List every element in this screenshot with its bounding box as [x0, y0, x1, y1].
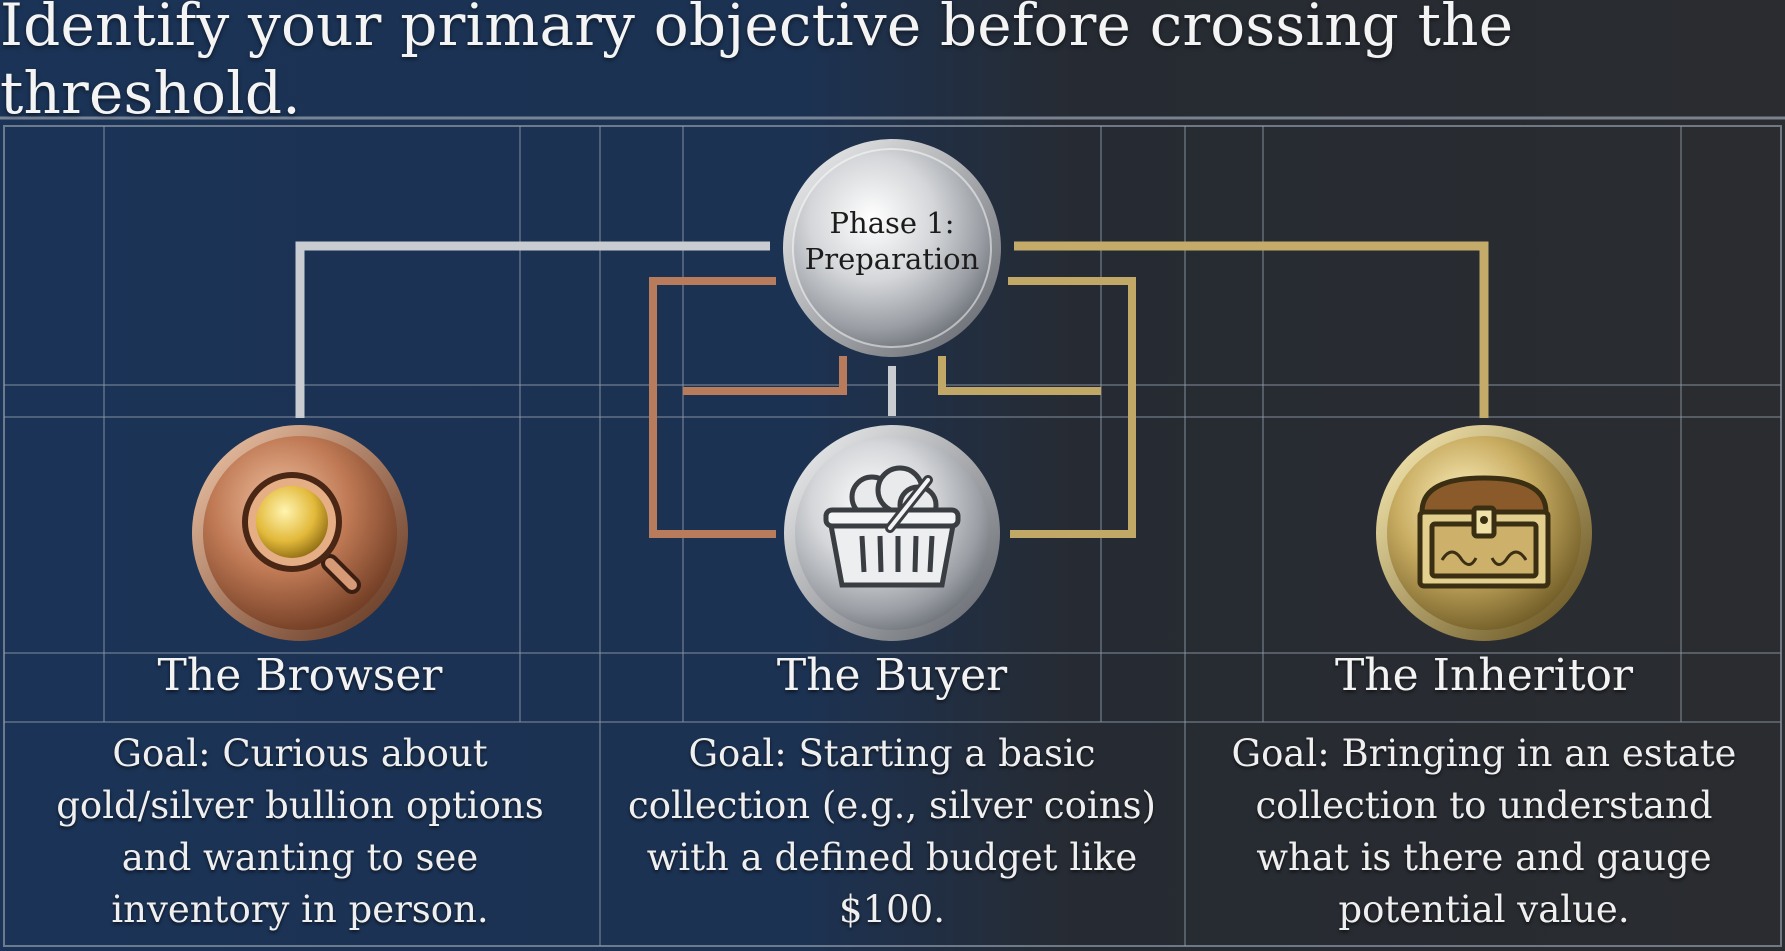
goal-line: what is there and gauge	[1256, 836, 1712, 879]
persona-name-buyer: The Buyer	[776, 650, 1008, 701]
goal-line: with a defined budget like	[646, 836, 1138, 879]
goal-line: $100.	[839, 888, 945, 931]
persona-goal-buyer: Goal: Starting a basic collection (e.g.,…	[612, 728, 1172, 936]
phase-label-line1: Phase 1:	[829, 206, 955, 240]
connector-buyer-bronze	[649, 277, 847, 538]
connector-browser	[295, 241, 770, 418]
goal-line: Goal: Starting a basic	[688, 732, 1096, 775]
treasure-chest-icon	[1417, 475, 1551, 589]
connector-inheritor	[1014, 241, 1489, 418]
magnifying-glass-icon	[242, 472, 361, 594]
browser-medallion	[192, 425, 408, 641]
phase-hub-medallion	[783, 139, 1001, 357]
inheritor-medallion	[1376, 425, 1592, 641]
goal-line: collection to understand	[1255, 784, 1713, 827]
persona-name-browser: The Browser	[157, 650, 443, 701]
phase-label: Phase 1: Preparation	[792, 205, 992, 277]
persona-goal-inheritor: Goal: Bringing in an estate collection t…	[1204, 728, 1764, 936]
goal-line: potential value.	[1338, 888, 1630, 931]
persona-name-inheritor: The Inheritor	[1334, 650, 1634, 701]
goal-line: inventory in person.	[111, 888, 489, 931]
goal-line: collection (e.g., silver coins)	[628, 784, 1156, 827]
goal-line: Goal: Bringing in an estate	[1231, 732, 1737, 775]
page-title: Identify your primary objective before c…	[0, 0, 1514, 127]
basket-icon	[823, 465, 961, 588]
goal-line: Goal: Curious about	[112, 732, 488, 775]
goal-line: gold/silver bullion options	[56, 784, 544, 827]
phase-label-line2: Preparation	[804, 242, 980, 276]
goal-line: and wanting to see	[121, 836, 479, 879]
connector-buyer-gold	[938, 277, 1136, 538]
buyer-medallion	[784, 425, 1000, 641]
persona-goal-browser: Goal: Curious about gold/silver bullion …	[20, 728, 580, 936]
